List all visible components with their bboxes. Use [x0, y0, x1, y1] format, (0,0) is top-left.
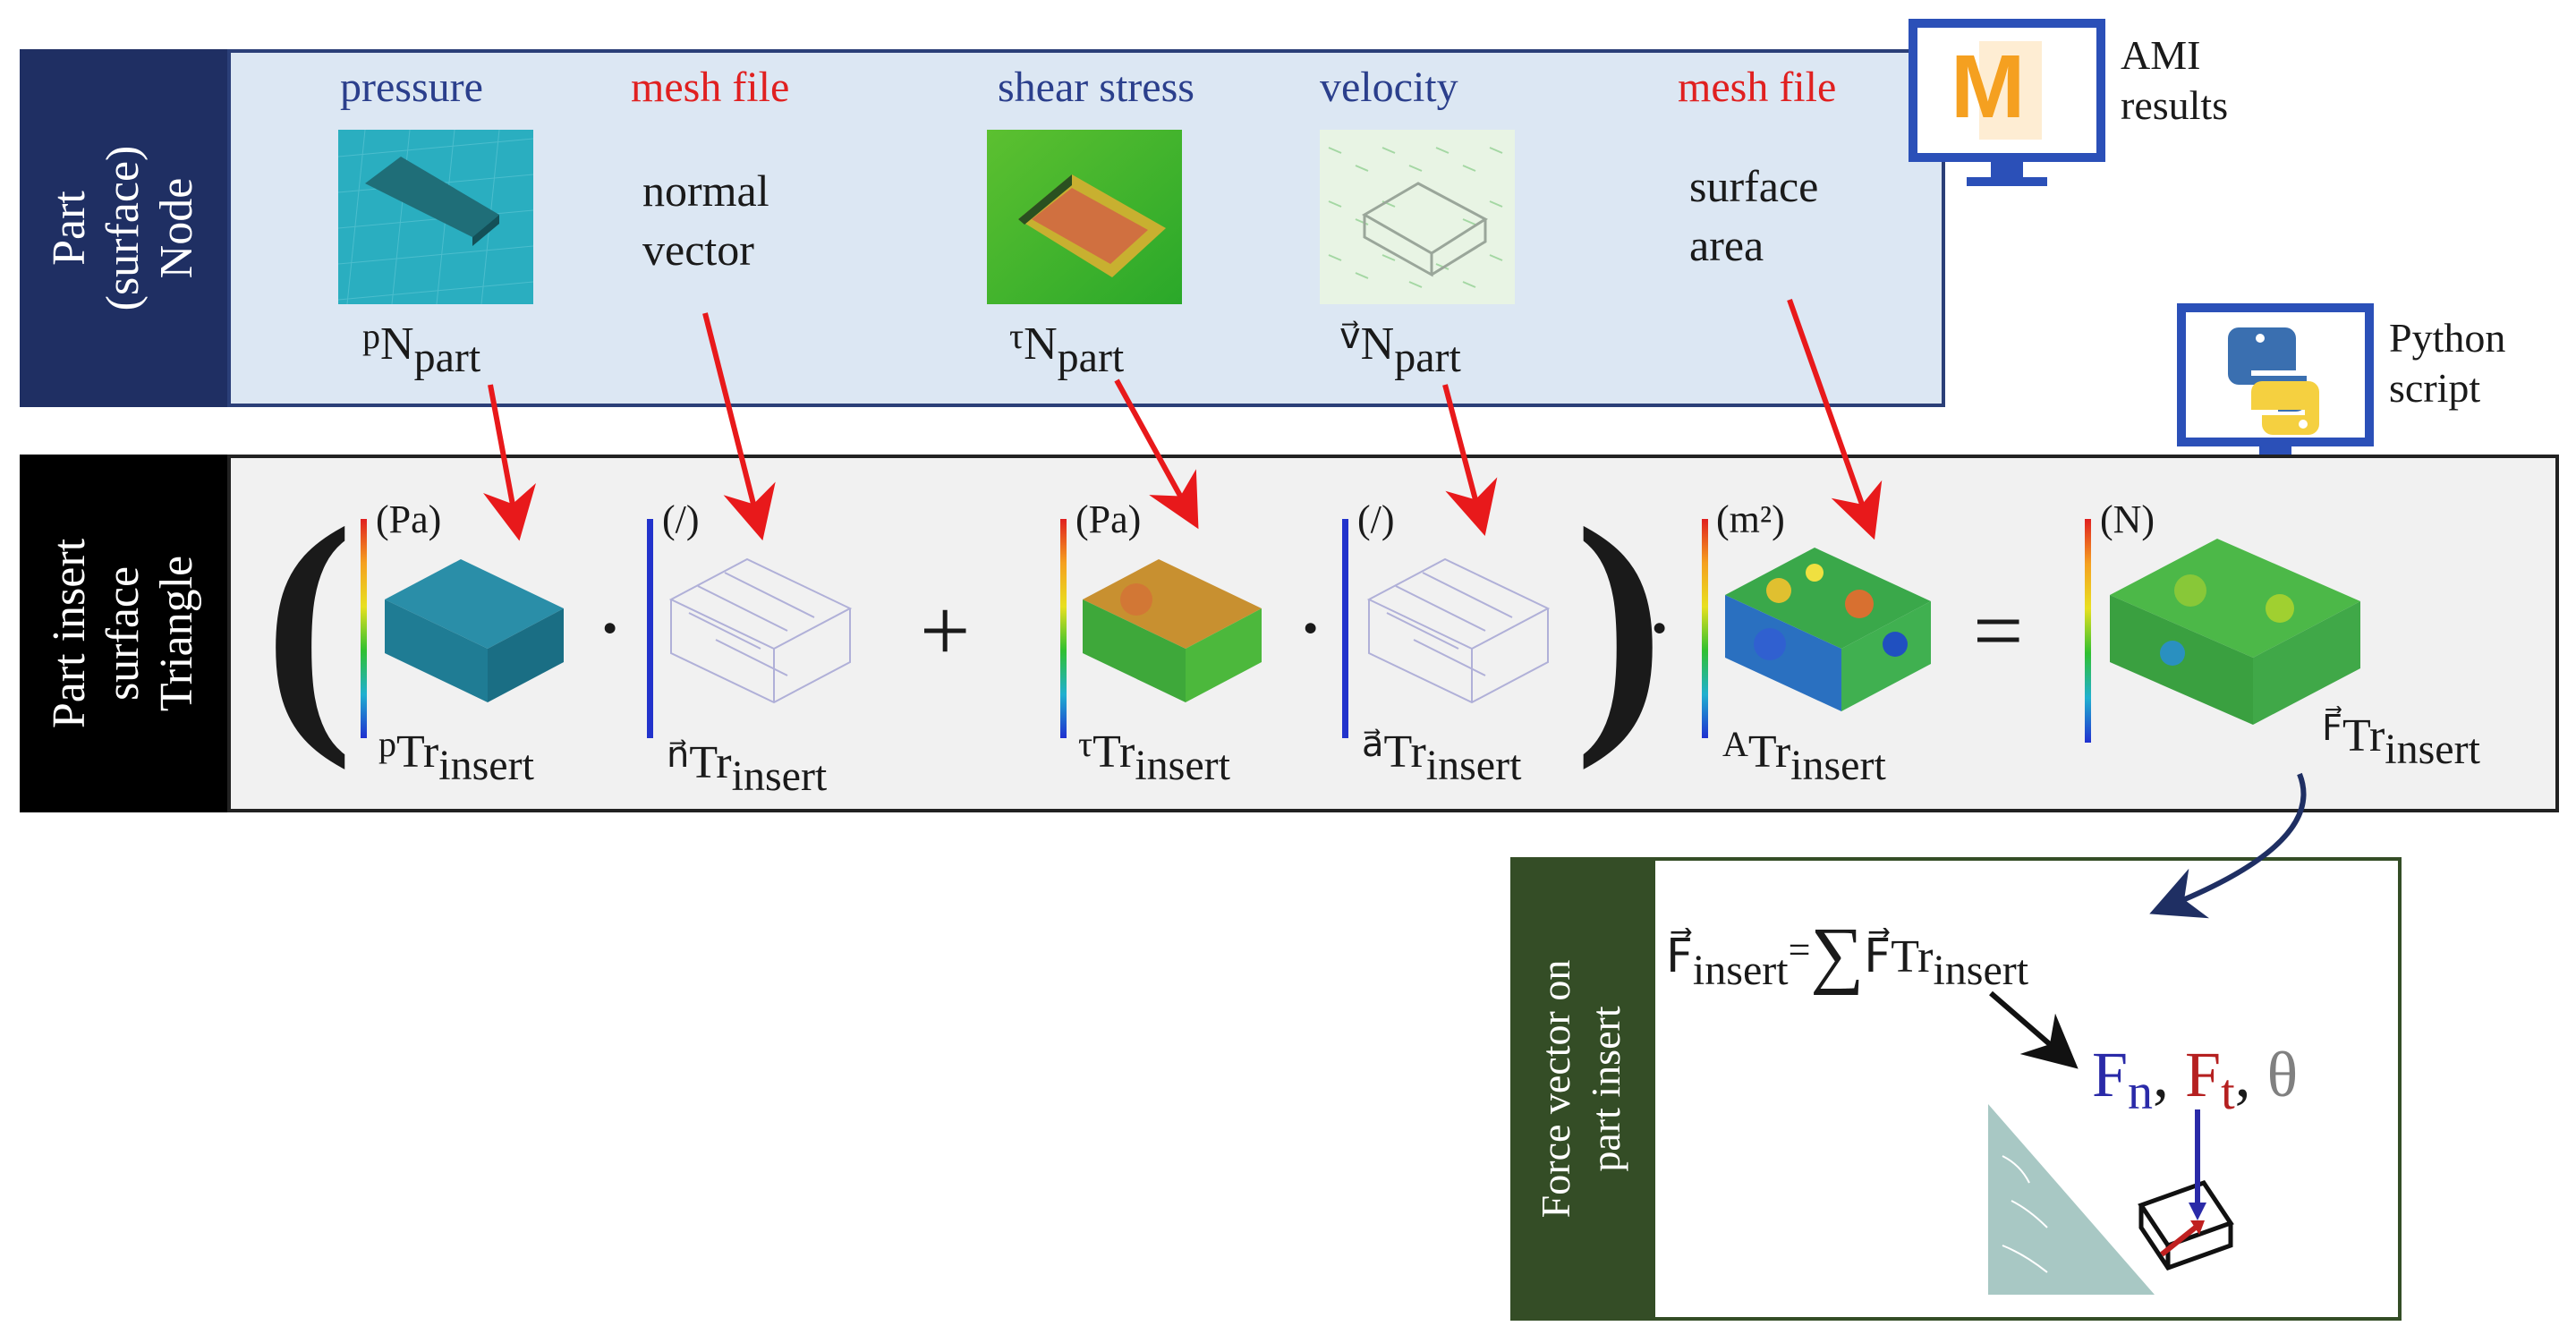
ami-logo-icon: M [1951, 37, 2026, 137]
arrow-shear [1114, 378, 1199, 530]
row-label-force: Force vector on part insert [1510, 857, 1652, 1321]
header-mesh-file-1: mesh file [631, 64, 790, 111]
header-mesh-file-2: mesh file [1678, 64, 1837, 111]
v-node-symbol: v⃗Npart [1339, 316, 1461, 381]
unit-slash-1: (/) [662, 497, 700, 541]
force-sum-equation: F⃗insert=∑F⃗Trinsert [1666, 913, 2029, 996]
tau-node-symbol: τNpart [1009, 316, 1125, 381]
colorbar-normal [647, 519, 653, 738]
fn-symbol: F [2092, 1039, 2129, 1110]
pressure-insert-box [385, 559, 564, 702]
open-paren: ( [264, 473, 353, 770]
velocity-insert-box [1366, 557, 1551, 704]
F-tr-symbol: F⃗Trinsert [2322, 708, 2480, 773]
python-script-label: Python script [2389, 315, 2506, 411]
A-tr-symbol: ATrinsert [1722, 724, 1886, 789]
equals-operator: = [1973, 581, 2024, 680]
normal-vector-label: normal vector [642, 166, 769, 275]
ft-symbol: F [2185, 1039, 2222, 1110]
plus-operator: + [920, 581, 971, 680]
ami-results-label: AMI results [2121, 32, 2229, 128]
row-label-node: Part (surface) Node [20, 49, 227, 407]
theta-symbol: θ [2266, 1039, 2299, 1110]
unit-pa-1: (Pa) [376, 497, 442, 541]
colorbar-force [2085, 519, 2091, 743]
dot-operator-3: · [1645, 578, 1675, 677]
header-shear-stress: shear stress [998, 64, 1194, 111]
python-monitor-icon [2177, 303, 2374, 471]
unit-m2: (m²) [1716, 497, 1785, 541]
arrow-velocity [1442, 384, 1498, 537]
colorbar-pressure [361, 519, 367, 738]
unit-n: (N) [2100, 497, 2155, 541]
velocity-node-thumbnail [1320, 130, 1515, 304]
close-paren: ) [1575, 473, 1664, 770]
area-insert-box [1725, 548, 1931, 711]
row-label-triangle: Part insert surface Triangle [20, 455, 227, 812]
surface-area-label: surface area [1689, 161, 1819, 270]
n-tr-symbol: n⃗Trinsert [667, 735, 828, 800]
insert-force-sketch [1988, 1104, 2234, 1295]
arrow-components [1989, 990, 2079, 1069]
colorbar-shear [1060, 519, 1067, 738]
dot-operator-1: · [595, 578, 625, 677]
header-velocity: velocity [1320, 64, 1458, 111]
force-insert-box [2110, 539, 2360, 725]
arrow-pressure [483, 384, 537, 541]
dot-operator-2: · [1296, 578, 1326, 677]
normal-insert-box [668, 557, 853, 704]
p-node-symbol: pNpart [362, 316, 481, 381]
p-tr-symbol: pTrinsert [378, 724, 534, 789]
pressure-node-thumbnail [338, 130, 533, 304]
header-pressure: pressure [340, 64, 483, 111]
force-components: Fn, Ft, θ [2092, 1039, 2299, 1120]
shear-node-thumbnail [987, 130, 1182, 304]
arrow-area [1787, 298, 1883, 540]
arrow-sum [2149, 772, 2307, 919]
a-tr-symbol: a⃗Trinsert [1362, 724, 1522, 789]
unit-pa-2: (Pa) [1075, 497, 1142, 541]
arrow-normal [702, 312, 776, 541]
colorbar-area [1702, 519, 1708, 738]
unit-slash-2: (/) [1357, 497, 1395, 541]
ami-monitor-icon [1909, 19, 2105, 186]
tau-tr-symbol: τTrinsert [1078, 724, 1230, 789]
colorbar-velocity [1342, 519, 1348, 738]
shear-insert-box [1083, 559, 1262, 702]
